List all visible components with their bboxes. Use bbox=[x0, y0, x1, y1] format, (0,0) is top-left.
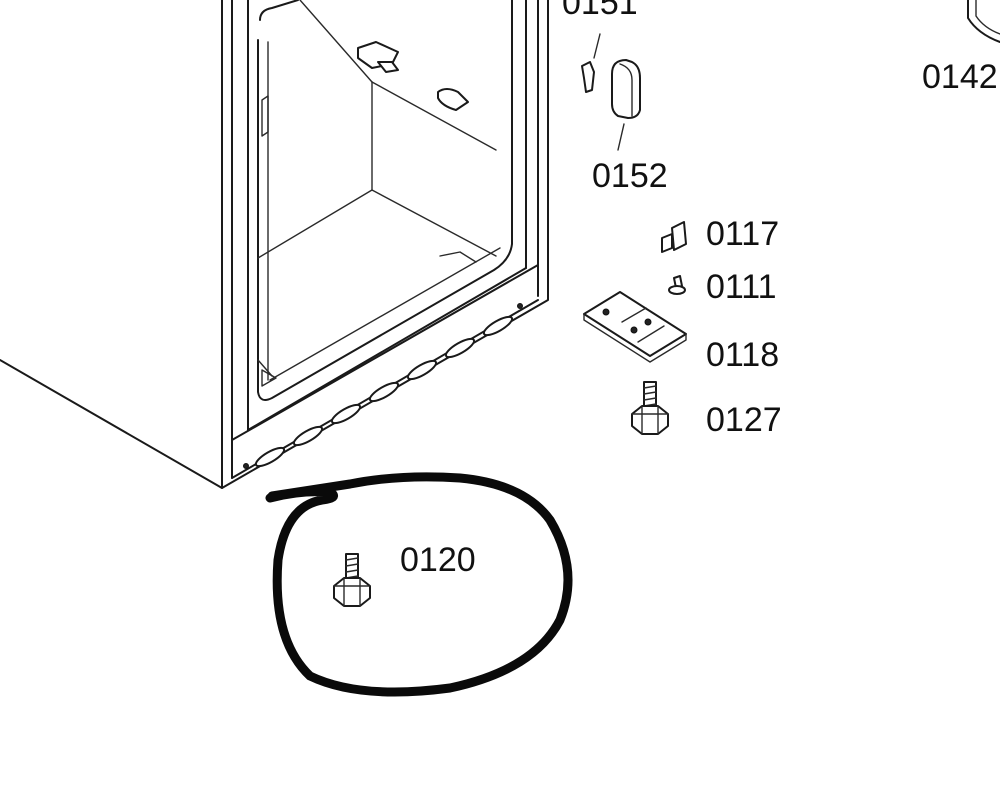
label-0118: 0118 bbox=[706, 336, 779, 374]
part-labels: 0151 0142 0152 0117 0111 0118 0127 0120 bbox=[400, 0, 998, 579]
label-0127: 0127 bbox=[706, 401, 782, 439]
label-0151: 0151 bbox=[562, 0, 638, 22]
part-0120-leveling-foot bbox=[333, 553, 371, 607]
label-0142: 0142 bbox=[922, 58, 998, 96]
part-0152-cover bbox=[611, 59, 641, 151]
part-0142-fragment bbox=[967, 0, 1000, 43]
part-0127-leveling-foot bbox=[631, 381, 669, 435]
label-0120: 0120 bbox=[400, 541, 476, 579]
marker-circle-highlight bbox=[265, 472, 573, 697]
label-0111: 0111 bbox=[706, 268, 777, 306]
label-0117: 0117 bbox=[706, 215, 779, 253]
part-0111-screw bbox=[668, 275, 686, 295]
part-0118-hinge-plate bbox=[583, 291, 687, 363]
part-0151-clip bbox=[581, 33, 601, 93]
part-0117-hinge-pin bbox=[661, 221, 687, 253]
refrigerator-cabinet bbox=[0, 0, 549, 489]
vent-slots bbox=[254, 315, 514, 468]
label-0152: 0152 bbox=[592, 157, 668, 195]
